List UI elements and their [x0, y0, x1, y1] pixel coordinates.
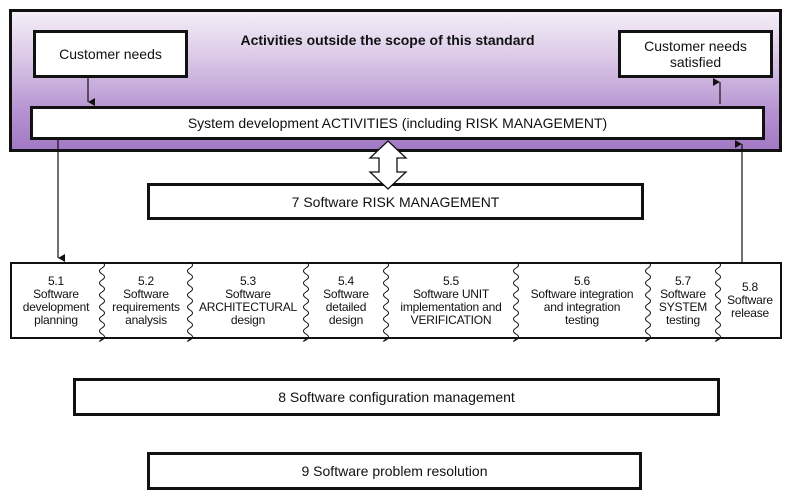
double-arrow — [368, 140, 408, 190]
software-process-strip — [10, 262, 782, 339]
process-label-line: release — [731, 306, 769, 320]
problem-resolution-box: 9 Software problem resolution — [147, 452, 642, 490]
process-number: 5.5 — [442, 273, 460, 288]
process-label-line: and integration — [543, 299, 621, 314]
process-divider — [383, 261, 389, 342]
process-label-line: Software integration — [530, 286, 634, 301]
process-number: 5.3 — [239, 273, 257, 288]
risk-management-box: 7 Software RISK MANAGEMENT — [147, 183, 644, 220]
process-label-line: SYSTEM — [658, 299, 708, 314]
process-label-line: ARCHITECTURAL — [198, 299, 298, 314]
system-development-box: System development ACTIVITIES (including… — [30, 106, 765, 140]
system-development-label: System development ACTIVITIES (including… — [187, 115, 608, 131]
process-number: 5.6 — [573, 273, 591, 288]
process-number: 5.8 — [741, 280, 759, 294]
process-divider — [513, 261, 519, 342]
scope-title: Activities outside the scope of this sta… — [240, 32, 535, 48]
process-number: 5.2 — [137, 273, 155, 288]
process-label-line: Software — [123, 286, 169, 301]
customer-satisfied-box: Customer needs satisfied — [618, 30, 773, 78]
process-label-line: Software — [727, 293, 773, 307]
process-label-line: planning — [34, 312, 78, 327]
process-label-line: VERIFICATION — [410, 312, 492, 327]
customer-needs-label: Customer needs — [59, 46, 162, 62]
process-label-line: development — [22, 299, 90, 314]
process-divider — [645, 261, 651, 342]
process-divider — [187, 261, 193, 342]
configuration-management-label: 8 Software configuration management — [278, 389, 515, 405]
process-number: 5.1 — [47, 273, 65, 288]
process-label-line: implementation and — [400, 299, 502, 314]
configuration-management-box: 8 Software configuration management — [73, 378, 720, 416]
process-label-line: Software — [225, 286, 271, 301]
process-label-line: design — [230, 312, 266, 327]
process-label-line: Software — [660, 286, 706, 301]
process-label-line: analysis — [125, 312, 167, 327]
customer-satisfied-line1: Customer needs — [644, 38, 747, 54]
process-label-line: testing — [666, 312, 700, 327]
customer-needs-box: Customer needs — [33, 30, 188, 78]
customer-satisfied-line2: satisfied — [669, 54, 722, 70]
process-label-line: requirements — [112, 299, 180, 314]
process-number: 5.7 — [674, 273, 692, 288]
risk-management-label: 7 Software RISK MANAGEMENT — [291, 193, 500, 210]
process-label-line: Software UNIT — [412, 286, 490, 301]
process-number: 5.4 — [337, 273, 355, 288]
process-label-line: design — [328, 312, 364, 327]
problem-resolution-label: 9 Software problem resolution — [301, 463, 488, 479]
process-divider — [303, 261, 309, 342]
process-divider — [99, 261, 105, 342]
process-label-line: detailed — [325, 299, 367, 314]
process-divider — [715, 261, 721, 342]
process-label-line: Software — [33, 286, 79, 301]
process-label-line: testing — [565, 312, 599, 327]
process-label-line: Software — [323, 286, 369, 301]
